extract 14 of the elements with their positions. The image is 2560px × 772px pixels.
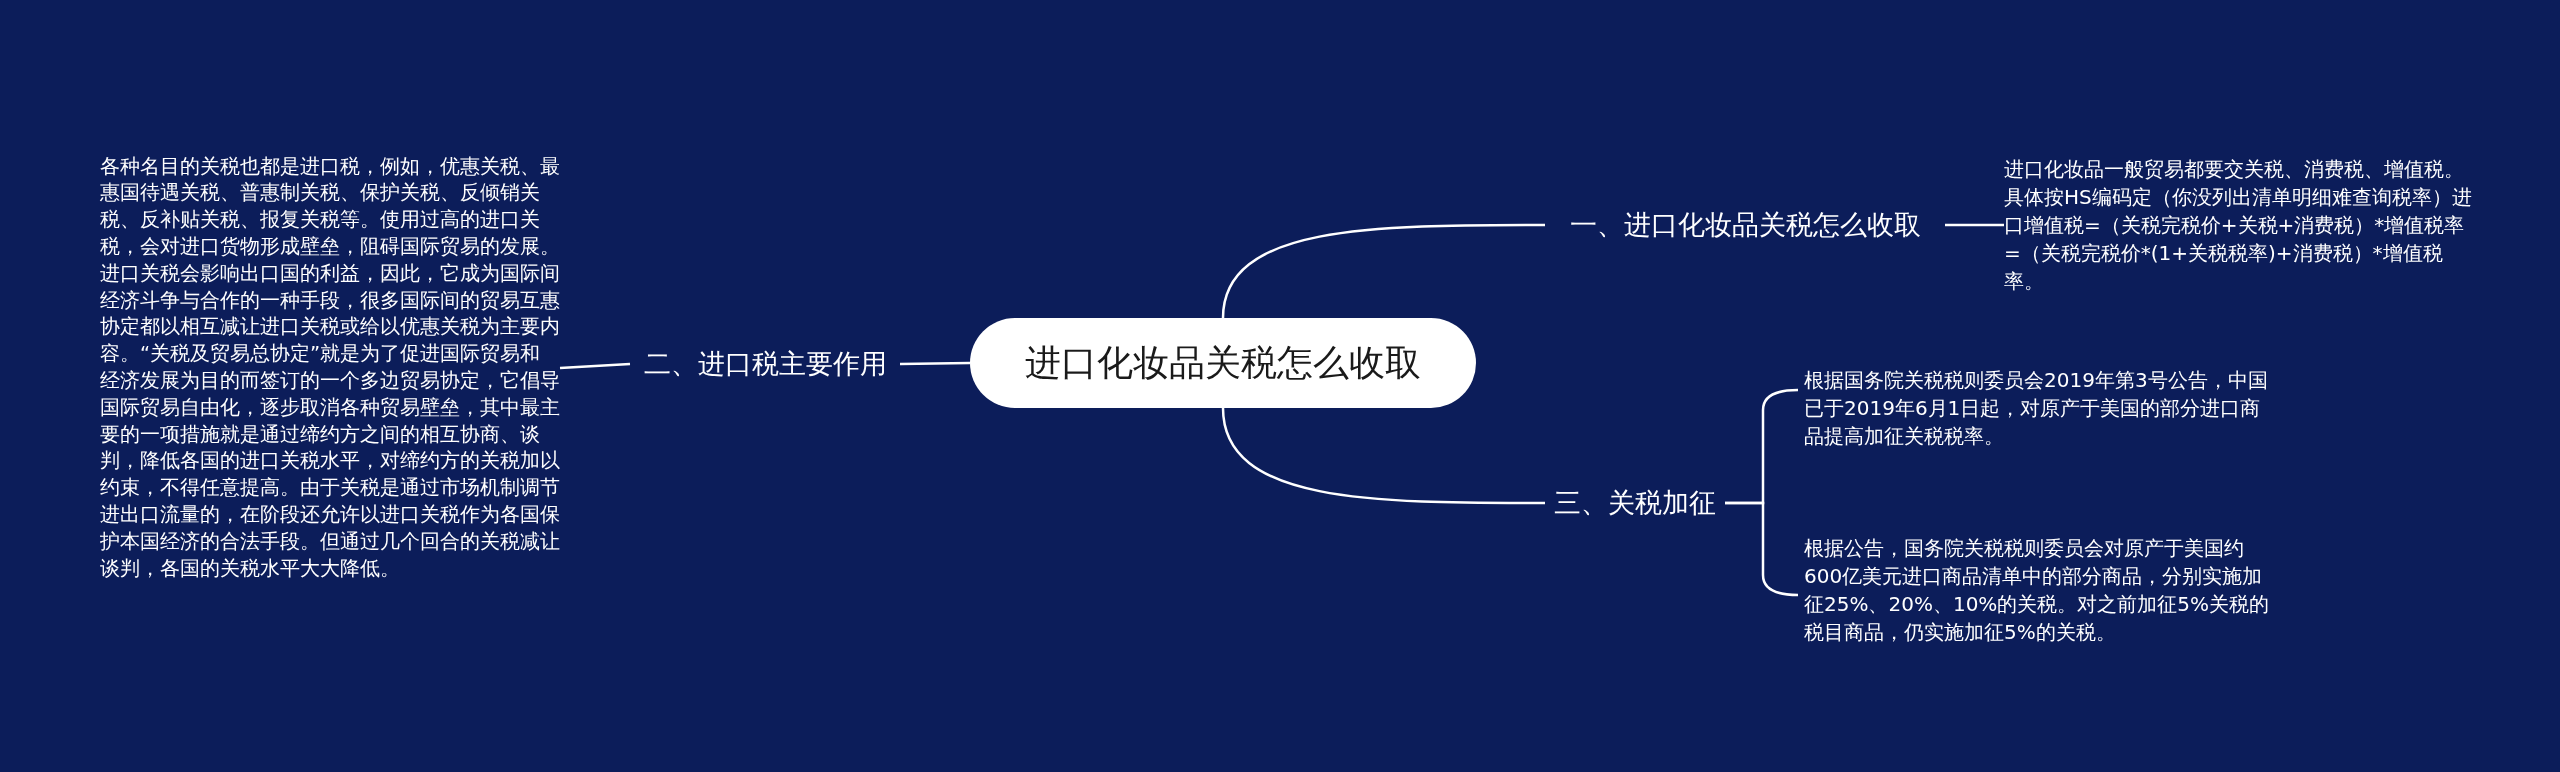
connector-line [1945, 223, 2004, 227]
note-text: 进口化妆品一般贸易都要交关税、消费税、增值税。具体按HS编码定（你没列出清单明细难查询税率）进口增值税=（关税完税价+关税+消费税）*增值税率=（关税完税价*(1+关税税率)+消费税）*增值税率。 [2004, 150, 2474, 300]
note-text: 各种名目的关税也都是进口税，例如，优惠关税、最惠国待遇关税、普惠制关税、保护关税、反倾销关税、反补贴关税、报复关税等。使用过高的进口关税，会对进口货物形成壁垒，阻碍国际贸易的发展。进口关税会影响出口国的利益，因此，它成为国际间经济斗争与合作的一种手段，很多国际间的贸易互惠协定都以相互减让进口关税或给以优惠关税为主要内容。“关税及贸易总协定”就是为了促进国际贸易和经济发展为目的而签订的一个多边贸易协定，它倡导国际贸易自由化，逐步取消各种贸易壁垒，其中最主要的一项措施就是通过缔约方之间的相互协商、谈判，降低各国的进口关税水平，对缔约方的关税加以约束，不得任意提高。由于关税是通过市场机制调节进出口流量的，在阶段还允许以进口关税作为各国保护本国经济的合法手段。但通过几个回合的关税减让谈判，各国的关税水平大大降低。 [100, 108, 560, 628]
connector-line [900, 361, 970, 366]
connector-line [559, 362, 631, 370]
note-text: 根据公告，国务院关税税则委员会对原产于美国约600亿美元进口商品清单中的部分商品，分别实施加征25%、20%、10%的关税。对之前加征5%关税的税目商品，仍实施加征5%的关税。 [1804, 515, 2274, 665]
note-text: 根据国务院关税税则委员会2019年第3号公告，中国已于2019年6月1日起，对原产于美国的部分进口商品提高加征关税税率。 [1804, 360, 2274, 455]
branch-topic: 一、进口化妆品关税怎么收取 [1545, 205, 1945, 245]
branch-topic: 三、关税加征 [1545, 483, 1725, 523]
connector-line [1725, 501, 1799, 597]
connector-line [1221, 407, 1545, 505]
branch-topic: 二、进口税主要作用 [630, 344, 900, 384]
connector-line [1221, 223, 1545, 319]
central-topic-pill: 进口化妆品关税怎么收取 [970, 318, 1476, 408]
